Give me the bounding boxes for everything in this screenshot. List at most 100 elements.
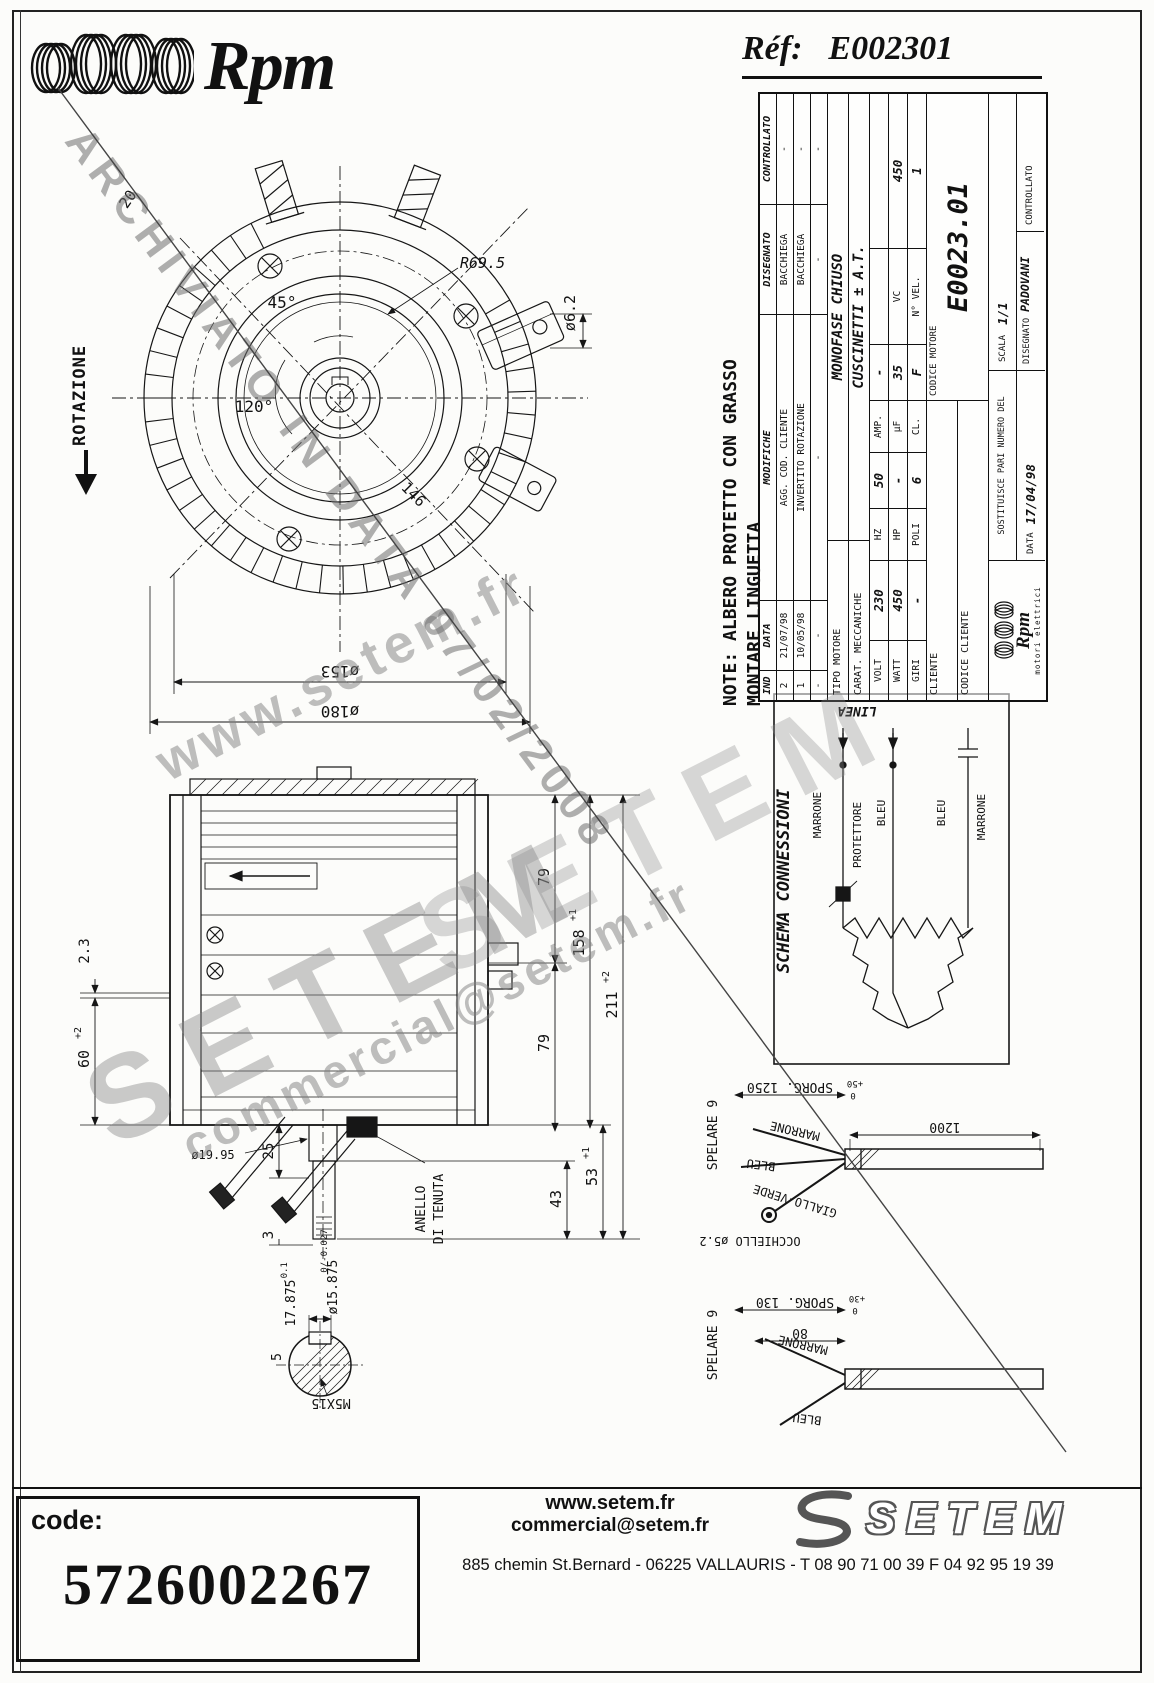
dim-3: 3 (261, 1231, 277, 1239)
rotation-label: ROTAZIONE (70, 344, 90, 446)
footer-email: commercial@setem.fr (510, 1515, 710, 1536)
dim-211: 211 (603, 991, 621, 1018)
code-value: 5726002267 (63, 1552, 373, 1617)
spec-value (870, 94, 889, 248)
winding-left (842, 927, 909, 1029)
brand-name: Rpm (204, 28, 336, 105)
spec-label: HP (889, 508, 908, 560)
carat-value: CUSCINETTI ± A.T. (851, 245, 867, 389)
data-label: DATA (1025, 532, 1036, 554)
dim-180: ø180 (321, 702, 360, 721)
dim-153: ø153 (321, 662, 360, 681)
rev-h-desc: MODIFICHE (760, 314, 777, 600)
dim-m5x15: M5X15 (311, 1395, 350, 1410)
dim-53: 53 (583, 1168, 601, 1186)
rev-cell: - (811, 314, 828, 600)
wire-label-bleu-2: BLEU (935, 800, 948, 827)
lifting-stub (316, 766, 352, 780)
rev-cell: 1 (794, 670, 811, 700)
sporg-label-1: SPORG. 1250 (747, 1079, 833, 1094)
disegnato-value: PADOVANI (1018, 256, 1032, 312)
anello-label-2: DI TENUTA (432, 1174, 447, 1245)
cover-screw-2 (206, 962, 224, 980)
cable-gland-1 (487, 942, 519, 966)
body-ribs (183, 810, 475, 1111)
dim-158-tol: +1 (568, 909, 579, 921)
note-line-1: NOTE: ALBERO PROTETTO CON GRASSO (720, 359, 741, 706)
codice-motore-value: E0023.01 (943, 181, 974, 313)
sheath-hatch-1 (844, 1148, 880, 1170)
wire-mid-down (892, 765, 909, 1029)
winding-top (842, 916, 974, 940)
protettore-label: PROTETTORE (851, 802, 864, 868)
extension-lines (80, 794, 640, 1246)
data-value: 17/04/98 (1023, 464, 1038, 525)
screw-head-2 (453, 303, 479, 329)
scala-value: 1/1 (995, 302, 1010, 325)
mounting-stud-left (254, 159, 305, 225)
spelare-label-1: SPELARE 9 (706, 1100, 721, 1170)
screw-head-3 (276, 526, 302, 552)
rev-cell: - (811, 204, 828, 314)
cable-drawings: SPORG. 1250 +50 0 1200 SPELARE 9 MARRONE… (699, 1078, 1044, 1428)
rev-cell: - (811, 94, 828, 204)
spec-value: 50 (870, 452, 889, 508)
rev-cell: - (777, 94, 794, 204)
rev-cell: - (811, 600, 828, 670)
tb-logo-brand: Rpm (1012, 612, 1034, 649)
spec-value: 6 (908, 452, 927, 508)
sostituisce-label: SOSTITUISCE PARI NUMERO DEL (989, 371, 1017, 560)
mounting-stud-right (388, 164, 442, 231)
spec-label: VOLT (870, 640, 889, 700)
codice-cliente-label: CODICE CLIENTE (960, 610, 971, 695)
dim-79b: 79 (535, 1034, 553, 1052)
tipo-value: MONOFASE CHIUSO (830, 253, 846, 381)
setem-logo: SETEM (788, 1488, 1073, 1550)
motor-body (169, 794, 489, 1126)
tb-logo-sub: motori elettrici (1032, 586, 1042, 675)
sporg-tol-top-1: +50 (847, 1078, 863, 1088)
shaft (312, 1160, 336, 1240)
footer-url: www.setem.fr (545, 1492, 675, 1514)
stud-bolt-1 (208, 1116, 294, 1210)
rpm-mini-coils-icon (993, 601, 1014, 660)
dim-6-2: ø6.2 (561, 295, 579, 331)
spec-label: POLI (908, 508, 927, 560)
dim-120: 120° (235, 397, 274, 416)
dim-158: 158 (570, 929, 588, 956)
rev-cell: - (811, 670, 828, 700)
spec-label: N° VEL. (908, 248, 927, 344)
schema-title: SCHEMA CONNESSIONI (774, 788, 794, 973)
dim-19-95: ø19.95 (191, 1148, 234, 1162)
dim-17-875-tol: -0.1 (280, 1262, 290, 1284)
spec-label: GIRI (908, 640, 927, 700)
dim-20: 20 (115, 187, 140, 212)
rev-h-date: DATA (760, 600, 777, 670)
wire-label-1-3: GIALLO-VERDE (751, 1182, 838, 1221)
anello-label-1: ANELLO (414, 1185, 429, 1232)
ref-label: Réf: (742, 30, 803, 67)
rev-cell: BACCHIEGA (777, 204, 794, 314)
rpm-coils-icon (30, 33, 194, 95)
title-block: IND DATA MODIFICHE DISEGNATO CONTROLLATO… (758, 92, 1048, 702)
setem-logo-text: SETEM (866, 1494, 1073, 1543)
rpm-logo: Rpm (26, 18, 336, 105)
dim-15-875-tol: 0/-0.027 (320, 1229, 330, 1272)
title-block-bottom: Rpm motori elettrici SOSTITUISCE PARI NU… (989, 94, 1045, 700)
spec-label: AMP. (870, 400, 889, 452)
wire-label-1-1: MARRONE (769, 1118, 821, 1143)
rev-cell: BACCHIEGA (794, 204, 811, 314)
spec-value: 450 (889, 560, 908, 640)
anello-leader (366, 1130, 426, 1164)
page-border-inner (20, 10, 21, 1673)
specs-grid: VOLT 230 HZ 50 AMP. - WATT 450 HP - µF 3… (870, 94, 927, 700)
dim-211-tol: +2 (601, 971, 612, 983)
spec-label: HZ (870, 508, 889, 560)
wire-label-marrone-1: MARRONE (811, 792, 824, 838)
spec-value: - (889, 452, 908, 508)
footer-separator (12, 1487, 1142, 1489)
rev-h-by: DISEGNATO (760, 204, 777, 314)
linea-label: LINEA (837, 703, 876, 718)
sporg-label-2: SPORG. 130 (756, 1294, 834, 1309)
dim-45: 45° (268, 293, 297, 312)
